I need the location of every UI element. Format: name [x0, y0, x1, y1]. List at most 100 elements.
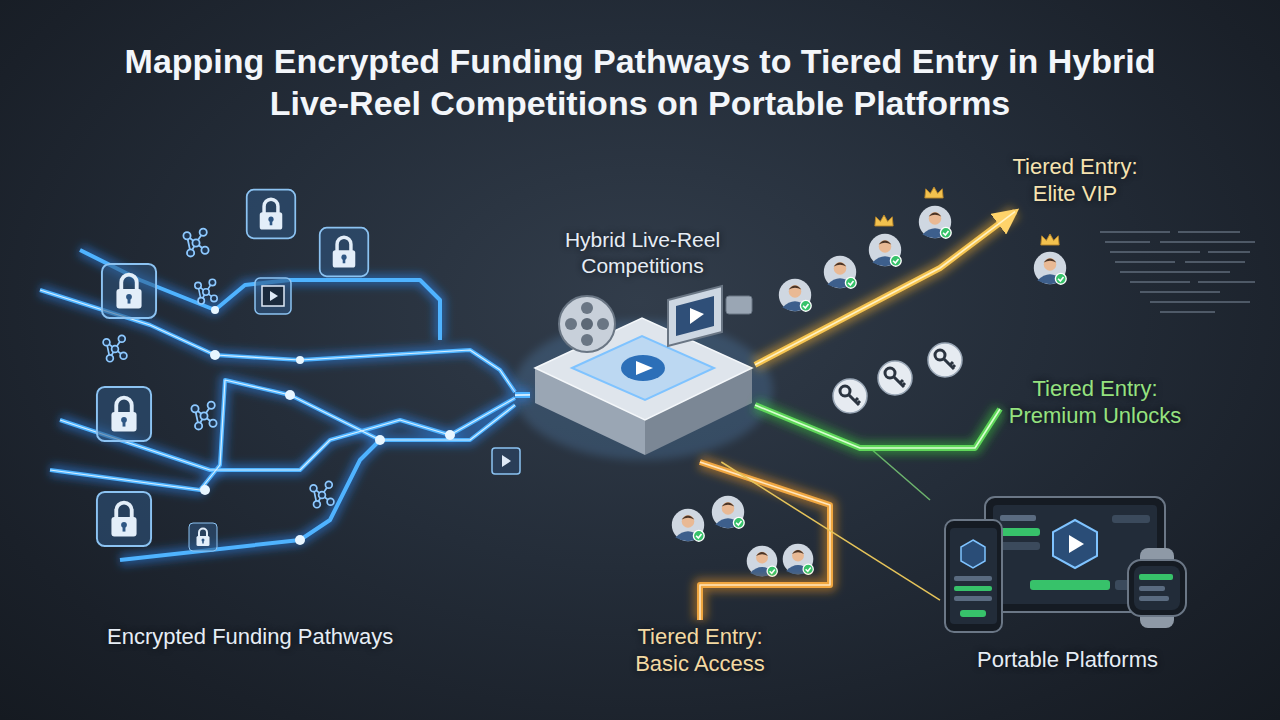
- devices-region: Portable Platforms: [940, 490, 1195, 680]
- portable-devices: [1139, 574, 1173, 580]
- connector-glow: [700, 462, 830, 620]
- code-lines: [1198, 281, 1255, 283]
- hub-node: Hybrid Live-Reel Competitions: [530, 225, 755, 462]
- junction-dot: [296, 356, 304, 364]
- hub-chip: [581, 318, 593, 330]
- film-icon: [255, 278, 520, 474]
- portable-devices: [945, 520, 1002, 632]
- funding-network-glow: [40, 250, 515, 560]
- lock-icon: [97, 387, 151, 441]
- diagram-title: Mapping Encrypted Funding Pathways to Ti…: [90, 40, 1190, 124]
- code-lines: [1100, 232, 1255, 312]
- thin-link: [870, 448, 930, 500]
- hub-chip: [668, 286, 722, 346]
- node-label: Portable Platforms: [944, 647, 1191, 674]
- crown-icon: [925, 187, 943, 198]
- lock-icon: [102, 264, 156, 318]
- funding-network-core: [40, 290, 515, 490]
- key-icon: [928, 343, 962, 377]
- lock-icon: [247, 190, 296, 239]
- hub-chip: [565, 318, 577, 330]
- connector-line: [700, 462, 830, 620]
- code-lines: [1208, 251, 1250, 253]
- user-avatar: [779, 279, 811, 311]
- user-avatar: [1034, 252, 1066, 284]
- connector-core: [700, 462, 830, 620]
- connector-glow: [755, 212, 1015, 365]
- funding-network-glow: [50, 380, 515, 490]
- connector-glow: [755, 405, 1000, 448]
- junction-dot: [210, 350, 220, 360]
- node-label: Tiered Entry: Basic Access: [619, 624, 781, 678]
- hub-chip: [581, 302, 593, 314]
- connector-line: [721, 462, 940, 600]
- funding-region: Encrypted Funding Pathways: [95, 185, 515, 655]
- network-icon: [103, 335, 127, 361]
- code-lines: [1160, 241, 1255, 243]
- crown-icon: [1041, 234, 1059, 245]
- code-lines: [1130, 281, 1190, 283]
- user-avatar: [919, 206, 951, 238]
- portable-devices: [1128, 560, 1186, 616]
- hub-chip: [676, 296, 714, 336]
- network-icon: [195, 279, 217, 304]
- junction-dot: [200, 306, 455, 545]
- connector-core: [755, 212, 1015, 365]
- network-icon: [183, 229, 208, 257]
- funding-network-glow: [120, 440, 380, 560]
- portable-devices: [1053, 520, 1097, 568]
- user-avatar: [783, 544, 814, 575]
- user-avatar: [672, 509, 704, 541]
- portable-devices: [1139, 596, 1169, 601]
- junction-dot: [445, 430, 455, 440]
- connector-line: [755, 405, 1000, 448]
- film-icon: [255, 278, 291, 314]
- thin-link: [870, 448, 930, 500]
- lock-icon: [97, 190, 368, 551]
- hub-chip: [690, 308, 704, 324]
- connector: [515, 394, 530, 395]
- connector: [755, 405, 1000, 448]
- key-icon: [833, 379, 867, 413]
- hub-chip: [636, 361, 653, 375]
- hub-chip: [513, 286, 773, 460]
- portable-devices: [1069, 535, 1084, 553]
- portable-devices: [954, 586, 992, 591]
- user-avatar: [869, 234, 901, 266]
- portable-devices: [960, 610, 986, 617]
- portable-devices: [1000, 542, 1040, 550]
- connector-core: [755, 405, 1000, 448]
- funding-network: [80, 250, 440, 340]
- tier-label: Tiered Entry: Elite VIP: [995, 150, 1155, 212]
- portable-devices: [1112, 515, 1150, 523]
- key-icon: [833, 343, 962, 413]
- junction-dot: [375, 435, 385, 445]
- connector-glow: [515, 388, 530, 402]
- portable-devices: [1030, 580, 1110, 590]
- tier-label: Tiered Entry: Basic Access: [615, 620, 785, 682]
- portable-devices: [1000, 515, 1036, 521]
- code-lines: [1115, 261, 1175, 263]
- lock-icon: [189, 523, 217, 551]
- lock-icon: [320, 228, 369, 277]
- crown-icon: [875, 215, 893, 226]
- junction-dot: [200, 485, 210, 495]
- portable-devices: [961, 540, 985, 568]
- code-lines: [1100, 231, 1170, 233]
- connector-core: [515, 394, 530, 396]
- code-lines: [1150, 301, 1250, 303]
- network-icon: [310, 481, 334, 507]
- portable-devices: [1000, 528, 1040, 536]
- code-lines: [1120, 271, 1230, 273]
- crown-icon: [875, 187, 1059, 245]
- connector: [700, 462, 830, 620]
- code-lines: [1105, 241, 1150, 243]
- node-label: Tiered Entry: Elite VIP: [999, 154, 1151, 208]
- connector: [721, 462, 940, 600]
- user-avatar: [747, 546, 778, 577]
- user-avatar: [712, 496, 744, 528]
- portable-devices: [954, 576, 992, 581]
- key-icon: [878, 361, 912, 395]
- connector: [755, 212, 1015, 365]
- junction-dot: [295, 535, 305, 545]
